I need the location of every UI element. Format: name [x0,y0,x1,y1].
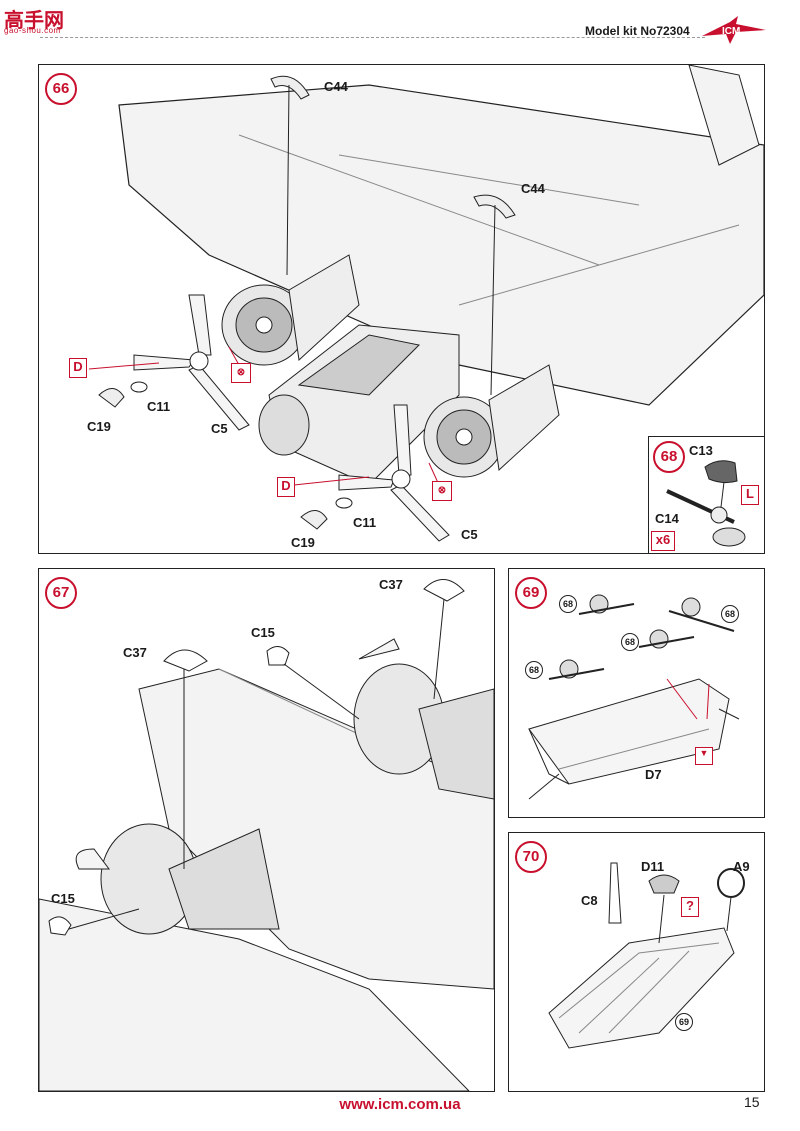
drill-icon: ▼ [695,747,713,765]
part-label: C5 [211,421,228,436]
paint-code-box: L [741,485,759,505]
step-68-drawing [666,460,746,547]
part-label: C11 [353,515,377,530]
quantity-box: x6 [651,531,675,551]
step-67-drawing [39,579,494,1091]
part-label: C19 [87,419,111,434]
step-ref: 68 [721,605,739,623]
part-label: C15 [251,625,275,640]
footer-url[interactable]: www.icm.com.ua [339,1096,461,1113]
part-label: C44 [324,79,348,94]
part-label: C14 [655,511,679,526]
step-70-panel: 70 D11 A9 C8 ? 69 [508,832,765,1092]
step-ref: 68 [621,633,639,651]
step-68-panel: 68 C13 L C14 x6 [648,436,765,554]
part-label: C8 [581,893,598,908]
step-69-drawing [528,594,740,800]
step-ref: 69 [675,1013,693,1031]
step-number: 68 [653,441,685,473]
kit-number: Model kit No72304 [585,24,690,38]
part-label: D7 [645,767,662,782]
page-number: 15 [744,1094,760,1110]
logo-text: ICM [722,26,741,37]
step-67-panel: 67 C37 C15 C37 C15 [38,568,495,1092]
watermark: 高手网 [4,10,64,32]
paint-code-box: D [277,477,295,497]
step-66-panel: 66 C44 C44 D C11 C19 C5 ⊗ D C11 C19 C5 ⊗ [38,64,765,554]
header-divider [40,37,705,38]
glue-icon: ⊗ [432,481,452,501]
step-number: 70 [515,841,547,873]
part-label: A9 [733,859,750,874]
part-label: C44 [521,181,545,196]
icm-logo: ICM [700,14,770,55]
question-box: ? [681,897,699,917]
step-ref: 68 [559,595,577,613]
part-label: C11 [147,399,171,414]
step-number: 69 [515,577,547,609]
part-label: C5 [461,527,478,542]
part-label: D11 [641,859,665,874]
step-69-panel: 69 68 68 68 68 ▼ D7 [508,568,765,818]
part-label: C13 [689,443,713,458]
part-label: C19 [291,535,315,550]
paint-code-box: D [69,358,87,378]
watermark-sub: gao-shou.com [4,26,61,35]
part-label: C37 [123,645,147,660]
step-ref: 68 [525,661,543,679]
part-label: C37 [379,577,403,592]
step-number: 66 [45,73,77,105]
step-66-drawing [88,65,764,542]
step-70-drawing [548,862,745,1049]
part-label: C15 [51,891,75,906]
step-number: 67 [45,577,77,609]
glue-icon: ⊗ [231,363,251,383]
